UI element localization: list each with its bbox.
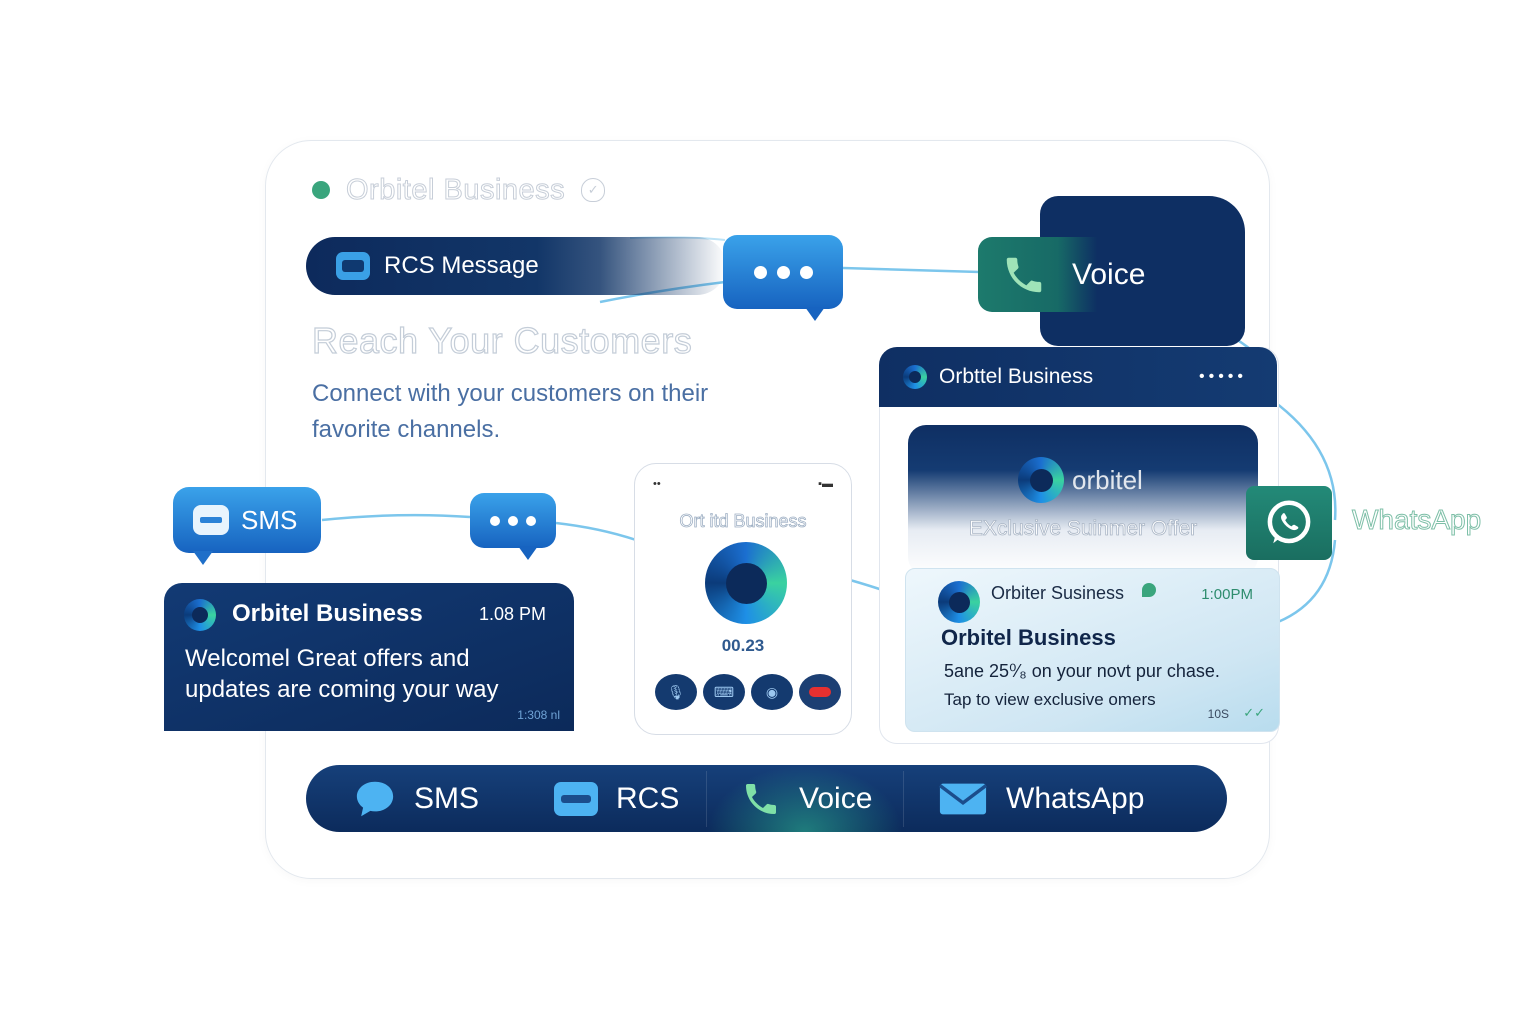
business-panel-title: Orbttel Business — [939, 365, 1094, 388]
battery-icon: ▪▬ — [818, 478, 833, 490]
tab-voice[interactable]: Voice — [707, 765, 903, 832]
sms-sender: Orbitel Business — [232, 600, 423, 627]
brand-header: Orbitel Business ✓ — [312, 172, 606, 208]
keypad-button[interactable]: ⌨ — [703, 674, 745, 710]
status-bar-dots: •• — [653, 478, 661, 490]
tab-divider — [903, 770, 904, 827]
orbitel-logo-icon — [184, 599, 216, 631]
orbitel-logo-icon — [1018, 457, 1064, 503]
sms-text: Welcomel Great offers and updates are co… — [185, 645, 499, 703]
call-caller: Ort itd Business — [679, 511, 807, 532]
tab-sms[interactable]: SMS — [306, 765, 506, 832]
voice-channel-label: Voice — [1072, 257, 1146, 291]
rcs-message-icon — [336, 252, 370, 280]
whatsapp-channel-label: WhatsApp — [1351, 504, 1482, 536]
end-call-button[interactable] — [799, 674, 841, 710]
rcs-notification-card[interactable]: Orbiter Susiness 1:00PM Orbitel Business… — [905, 568, 1280, 732]
typing-bubble-left — [470, 493, 556, 560]
rcs-channel-label: RCS Message — [384, 252, 539, 279]
sms-message-icon — [193, 505, 229, 535]
notification-line2: Tap to view exclusive omers — [944, 690, 1156, 709]
tab-whatsapp[interactable]: WhatsApp — [904, 765, 1224, 832]
typing-bubble-top — [723, 235, 843, 321]
hero-headline: Reach Your Customers — [311, 319, 693, 361]
rcs-channel-pill[interactable]: RCS Message — [306, 237, 726, 295]
read-checkmarks-icon: ✓✓ — [1243, 705, 1265, 720]
sms-channel-label: SMS — [241, 504, 298, 535]
channel-tabbar: SMS RCS Voice WhatsApp — [306, 765, 1227, 832]
promo-logo-text: orbitel — [1072, 465, 1143, 495]
promo-card[interactable]: orbitel EXclusive Suinmer Offer — [908, 425, 1258, 575]
hero-subheadline: Connect with your customers on their fav… — [312, 380, 709, 443]
phone-icon — [998, 249, 1050, 301]
orbitel-logo-icon — [903, 365, 927, 389]
sms-status: 1:308 nl — [517, 708, 560, 722]
notification-status: 10S — [1207, 707, 1229, 721]
rcs-message-icon — [554, 781, 598, 816]
whatsapp-icon — [1267, 500, 1311, 544]
tab-voice-label: Voice — [799, 781, 873, 815]
notification-time: 1:00PM — [1201, 586, 1253, 603]
verified-shield-icon: ✓ — [581, 178, 606, 202]
envelope-icon — [938, 783, 988, 814]
notification-line1: 5ane 25⁰⁄₈ on your novt pur chase. — [944, 661, 1220, 681]
orbitel-logo-icon — [938, 581, 980, 623]
tab-whatsapp-label: WhatsApp — [1006, 781, 1145, 815]
tab-divider — [706, 770, 707, 827]
voice-channel-pill[interactable]: Voice — [978, 237, 1243, 312]
notification-title: Orbitel Business — [941, 625, 1116, 650]
phone-icon — [746, 783, 776, 814]
brand-name: Orbitel Business — [345, 173, 566, 206]
whatsapp-channel-tile[interactable] — [1246, 486, 1332, 560]
mute-button[interactable]: 🎙 — [655, 674, 697, 710]
speaker-button[interactable]: ◉ — [751, 674, 793, 710]
online-status-dot — [312, 181, 330, 199]
call-controls: 🎙 ⌨ ◉ — [655, 674, 841, 710]
chat-bubble-icon — [356, 781, 394, 816]
tab-sms-label: SMS — [414, 781, 480, 815]
call-duration: 00.23 — [721, 636, 765, 655]
call-screen: •• ▪▬ Ort itd Business 00.23 🎙 ⌨ ◉ — [634, 463, 852, 735]
promo-title: EXclusive Suinmer Offer — [968, 517, 1198, 541]
business-panel-header: Orbttel Business ••••• — [879, 347, 1277, 407]
tab-rcs[interactable]: RCS — [506, 765, 706, 832]
sms-message-card[interactable]: Orbitel Business 1.08 PM Welcomel Great … — [164, 583, 574, 731]
tab-rcs-label: RCS — [616, 781, 680, 815]
sms-time: 1.08 PM — [478, 604, 546, 624]
verified-badge-icon — [1142, 583, 1156, 597]
sms-channel-chip[interactable]: SMS — [173, 487, 321, 565]
notification-sender: Orbiter Susiness — [991, 583, 1125, 603]
more-menu-icon[interactable]: ••••• — [1198, 368, 1247, 385]
caller-avatar-icon — [705, 542, 787, 624]
